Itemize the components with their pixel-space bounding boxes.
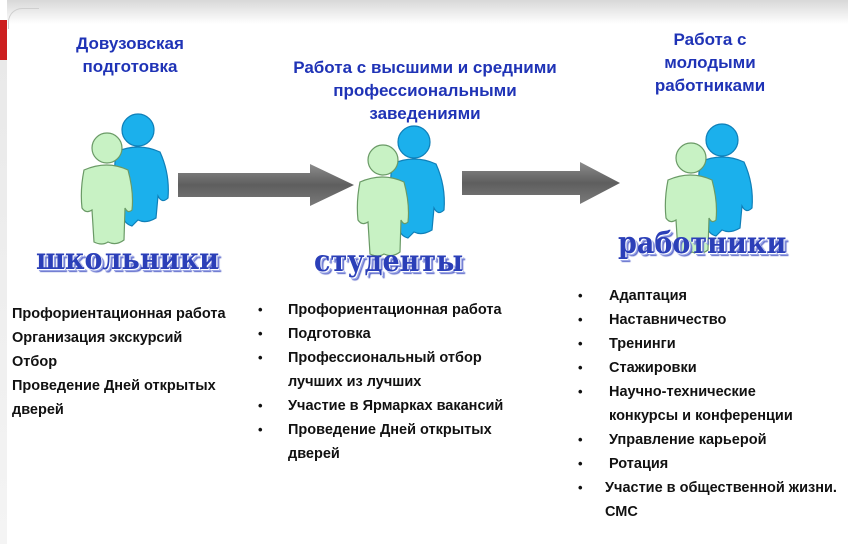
list-higher-education: •Профориентационная работа •Подготовка •… [258, 298, 533, 466]
list-item: •Управление карьерой [578, 432, 767, 448]
list-item: •Тренинги [578, 336, 676, 352]
list-item: Отбор [12, 354, 58, 370]
top-band [0, 0, 848, 24]
list-item-text: Ротация [609, 456, 669, 472]
list-item: •Профориентационная работа [258, 302, 502, 318]
heading-pre-university: Довузовская подготовка [76, 34, 184, 76]
heading-young-workers: Работа с молодыми работниками [654, 30, 766, 95]
list-item: •Участие в Ярмарках вакансий [258, 398, 504, 414]
list-item: •Научно-технические конкурсы и конференц… [578, 384, 793, 424]
arrow-right-icon [178, 164, 354, 206]
list-item: •Стажировки [578, 360, 697, 376]
arrow-right-icon [462, 162, 620, 204]
list-item-text: Участие в Ярмарках вакансий [288, 398, 504, 414]
frame-corner [8, 8, 39, 29]
list-item-text: Проведение Дней открытых дверей [288, 422, 492, 462]
label-workers: работники [618, 226, 787, 261]
list-item-text: Наставничество [609, 312, 727, 328]
list-item: •Участие в общественной жизни. СМС [578, 480, 837, 520]
list-item: •Проведение Дней открытых дверей [258, 422, 492, 462]
label-schoolchildren: школьники [36, 242, 220, 277]
list-item: •Ротация [578, 456, 669, 472]
list-item: Профориентационная работа [12, 306, 226, 322]
list-item: •Профессиональный отбор лучших из лучших [258, 350, 482, 390]
list-item-text: Тренинги [609, 336, 676, 352]
list-item: •Наставничество [578, 312, 727, 328]
list-item-text: Профориентационная работа [288, 302, 502, 318]
list-item: •Подготовка [258, 326, 371, 342]
heading-higher-education: Работа с высшими и средними профессионал… [293, 58, 557, 123]
list-item: Организация экскурсий [12, 330, 183, 346]
list-item-text: Участие в общественной жизни. СМС [605, 480, 837, 520]
list-item: Проведение Дней открытых дверей [12, 378, 216, 418]
label-students: студенты [314, 244, 464, 279]
list-item-text: Стажировки [609, 360, 697, 376]
list-item-text: Адаптация [609, 288, 687, 304]
list-young-workers: •Адаптация •Наставничество •Тренинги •Ст… [578, 284, 839, 524]
list-item-text: Профессиональный отбор лучших из лучших [288, 350, 482, 390]
list-pre-university: Профориентационная работа Организация эк… [12, 302, 252, 422]
list-item-text: Научно-технические конкурсы и конференци… [609, 384, 793, 424]
left-stripe [0, 0, 7, 544]
list-item: •Адаптация [578, 288, 687, 304]
list-item-text: Подготовка [288, 326, 371, 342]
list-item-text: Управление карьерой [609, 432, 767, 448]
